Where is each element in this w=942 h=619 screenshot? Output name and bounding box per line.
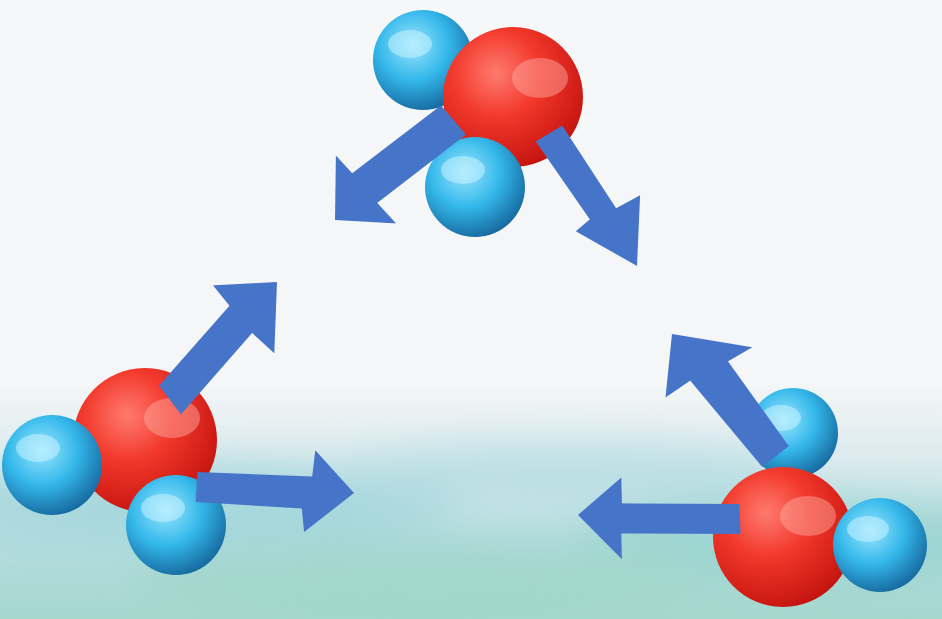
arrow-top-to-left xyxy=(335,105,466,224)
hydrogen-atom xyxy=(833,498,927,592)
arrow-left-to-center xyxy=(195,450,354,532)
arrows xyxy=(159,105,789,560)
arrow-left-to-top xyxy=(159,282,277,415)
oxygen-atom xyxy=(713,467,853,607)
oxygen-atom xyxy=(443,27,583,167)
arrow-right-to-top xyxy=(665,334,789,467)
molecule-top xyxy=(373,10,583,237)
arrow-right-to-center xyxy=(578,477,741,560)
hydrogen-atom xyxy=(425,137,525,237)
arrow-top-to-right xyxy=(535,125,641,266)
hydrogen-atom xyxy=(2,415,102,515)
molecule-right xyxy=(713,388,927,607)
